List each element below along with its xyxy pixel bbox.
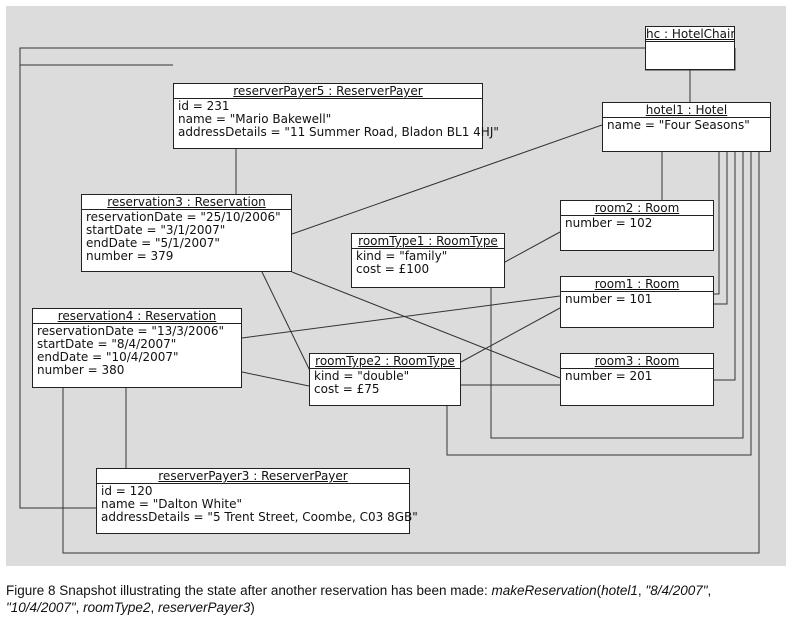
attr-startDate: startDate = "3/1/2007": [86, 223, 226, 237]
object-attrs: name = "Four Seasons": [603, 118, 770, 133]
attr-number: number = 379: [86, 249, 174, 263]
attr-reservationDate: reservationDate = "13/3/2006": [37, 324, 224, 338]
object-title: room2 : Room: [561, 201, 713, 216]
attr-reservationDate: reservationDate = "25/10/2006": [86, 210, 281, 224]
attr-cost: cost = £75: [314, 382, 380, 396]
caption-arg2: "8/4/2007": [645, 583, 708, 598]
link-hotel1-room1-b: [714, 152, 720, 295]
object-title: roomType2 : RoomType: [310, 354, 460, 369]
attr-number: number = 102: [565, 216, 653, 230]
object-reservation4[interactable]: reservation4 : Reservation reservationDa…: [32, 308, 242, 388]
object-attrs: [646, 42, 734, 64]
attr-kind: kind = "double": [314, 369, 410, 383]
link-reservation3-hotel1: [291, 124, 603, 235]
object-hotel1[interactable]: hotel1 : Hotel name = "Four Seasons": [602, 102, 771, 152]
object-attrs: number = 102: [561, 216, 713, 231]
attr-startDate: startDate = "8/4/2007": [37, 337, 177, 351]
caption-sep4: ,: [150, 600, 158, 615]
link-reservation3-room3: [291, 271, 561, 379]
object-room3[interactable]: room3 : Room number = 201: [560, 353, 714, 406]
link-roomType1-room2: [504, 231, 561, 263]
object-room2[interactable]: room2 : Room number = 102: [560, 200, 714, 251]
object-attrs: reservationDate = "25/10/2006" startDate…: [82, 210, 291, 264]
caption-sep1: ,: [637, 583, 646, 598]
link-reservation4-roomType2: [241, 371, 310, 387]
attr-number: number = 380: [37, 363, 125, 377]
object-roomType1[interactable]: roomType1 : RoomType kind = "family" cos…: [351, 233, 505, 288]
caption-arg3: "10/4/2007": [6, 600, 76, 615]
object-title: reservation4 : Reservation: [33, 309, 241, 324]
object-attrs: id = 231 name = "Mario Bakewell" address…: [174, 99, 499, 140]
object-attrs: number = 101: [561, 292, 713, 307]
object-title: hc : HotelChain: [646, 27, 734, 42]
attr-kind: kind = "family": [356, 249, 448, 263]
link-hc-side: [645, 48, 736, 71]
attr-number: number = 201: [565, 369, 653, 383]
attr-endDate: endDate = "5/1/2007": [86, 236, 220, 250]
caption-sep2: ,: [707, 583, 712, 598]
caption-call: makeReservation: [491, 583, 597, 598]
object-title: reserverPayer5 : ReserverPayer: [174, 84, 482, 99]
caption-arg5: reserverPayer3: [157, 600, 251, 615]
object-title: room1 : Room: [561, 277, 713, 292]
link-hotel1-reservation4: [62, 152, 760, 554]
link-reservation4-room1: [241, 295, 561, 339]
object-title: reserverPayer3 : ReserverPayer: [97, 469, 409, 484]
object-hc[interactable]: hc : HotelChain: [645, 26, 735, 70]
attr-id: id = 231: [178, 99, 230, 113]
object-attrs: kind = "family" cost = £100: [352, 249, 504, 277]
link-hc-reserverPayer3: [19, 65, 96, 509]
link-reservation3-roomType2: [261, 271, 314, 378]
link-hotel1-roomType1: [490, 152, 744, 439]
object-title: hotel1 : Hotel: [603, 103, 770, 118]
caption-arg1: hotel1: [601, 583, 638, 598]
object-title: roomType1 : RoomType: [352, 234, 504, 249]
object-attrs: reservationDate = "13/3/2006" startDate …: [33, 324, 241, 378]
link-hotel1-room3: [714, 152, 736, 381]
attr-address: addressDetails = "5 Trent Street, Coombe…: [101, 510, 418, 524]
attr-address: addressDetails = "11 Summer Road, Bladon…: [178, 125, 499, 139]
attr-cost: cost = £100: [356, 262, 430, 276]
link-hotel1-room1: [714, 152, 728, 305]
object-title: room3 : Room: [561, 354, 713, 369]
attr-number: number = 101: [565, 292, 653, 306]
link-hotel1-roomType2: [446, 152, 752, 456]
attr-name: name = "Dalton White": [101, 497, 243, 511]
object-reservation3[interactable]: reservation3 : Reservation reservationDa…: [81, 194, 292, 272]
object-attrs: kind = "double" cost = £75: [310, 369, 460, 397]
object-title: reservation3 : Reservation: [82, 195, 291, 210]
object-room1[interactable]: room1 : Room number = 101: [560, 276, 714, 328]
attr-name: name = "Four Seasons": [607, 118, 750, 132]
caption-close: ): [250, 600, 255, 615]
caption-arg4: roomType2: [83, 600, 151, 615]
object-attrs: number = 201: [561, 369, 713, 384]
attr-name: name = "Mario Bakewell": [178, 112, 332, 126]
caption-sep3: ,: [75, 600, 84, 615]
caption-open: (: [596, 583, 602, 598]
caption-prefix: Figure 8 Snapshot illustrating the state…: [6, 583, 492, 598]
object-attrs: id = 120 name = "Dalton White" addressDe…: [97, 484, 418, 525]
object-reserverPayer3[interactable]: reserverPayer3 : ReserverPayer id = 120 …: [96, 468, 418, 534]
figure-caption: Figure 8 Snapshot illustrating the state…: [6, 582, 786, 616]
link-hc-reserverPayer5: [19, 47, 645, 66]
object-roomType2[interactable]: roomType2 : RoomType kind = "double" cos…: [309, 353, 461, 406]
link-roomType2-room1: [460, 307, 561, 363]
object-reserverPayer5[interactable]: reserverPayer5 : ReserverPayer id = 231 …: [173, 83, 499, 149]
attr-id: id = 120: [101, 484, 153, 498]
attr-endDate: endDate = "10/4/2007": [37, 350, 179, 364]
